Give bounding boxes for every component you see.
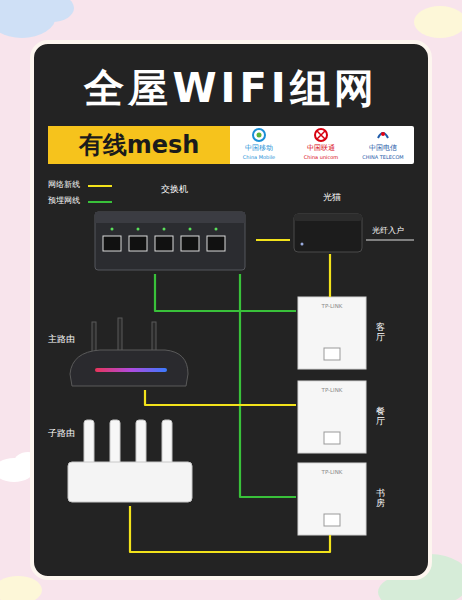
dark-panel	[32, 42, 430, 578]
router-node: 子路由	[45, 418, 195, 506]
cable-line	[130, 506, 330, 552]
brand-text: TP-LINK	[298, 387, 366, 394]
panel-ap-node: TP-LINK 餐厅	[296, 381, 396, 453]
badge-text: 有线mesh	[48, 131, 230, 160]
cable-line	[155, 274, 296, 311]
device-label: 光猫	[290, 192, 374, 203]
cable-line	[329, 254, 331, 297]
legend-text: 预埋网线	[48, 196, 80, 206]
panel-ap-node: TP-LINK 书房	[296, 463, 396, 535]
device-label: 光纤入户	[372, 226, 404, 236]
panel-ap-devices	[298, 297, 366, 535]
legend-lines	[88, 186, 112, 202]
modem-node: 光猫	[290, 190, 374, 254]
badge-box: 有线mesh	[48, 126, 230, 164]
legend-text: 网络新线	[48, 180, 80, 190]
logo-panel	[228, 126, 414, 164]
page-title: 全屋WIFI组网	[0, 64, 462, 112]
brand-text: TP-LINK	[298, 469, 366, 476]
cable-line	[145, 390, 296, 405]
logo-text: CHINA TELECOM	[352, 154, 414, 160]
main-router-device	[70, 318, 188, 386]
device-label: 主路由	[48, 334, 75, 345]
logo-text: 中国移动	[228, 144, 290, 152]
modem-device	[294, 214, 362, 252]
logo-text: 中国联通	[290, 144, 352, 152]
logo-text: China Mobile	[228, 154, 290, 160]
cable-line	[256, 239, 290, 241]
brand-text: TP-LINK	[298, 303, 366, 310]
room-label: 客厅	[376, 323, 385, 343]
logo-text: 中国电信	[352, 144, 414, 152]
router-node: 主路由	[45, 320, 190, 390]
sub-router-device	[68, 420, 192, 502]
device-label: 子路由	[48, 428, 75, 439]
room-label: 书房	[376, 489, 385, 509]
switch-node: 交换机	[92, 182, 256, 274]
switch-device	[95, 212, 245, 270]
cable-line	[240, 274, 296, 497]
logo-box: 中国移动 China Mobile中国联通 China unicom中国电信 CHIN…	[228, 126, 414, 164]
logo-text: China unicom	[290, 154, 352, 160]
room-label: 餐厅	[376, 407, 385, 427]
fiber-line	[366, 239, 414, 240]
device-label: 交换机	[92, 184, 256, 195]
panel-ap-node: TP-LINK 客厅	[296, 297, 396, 369]
